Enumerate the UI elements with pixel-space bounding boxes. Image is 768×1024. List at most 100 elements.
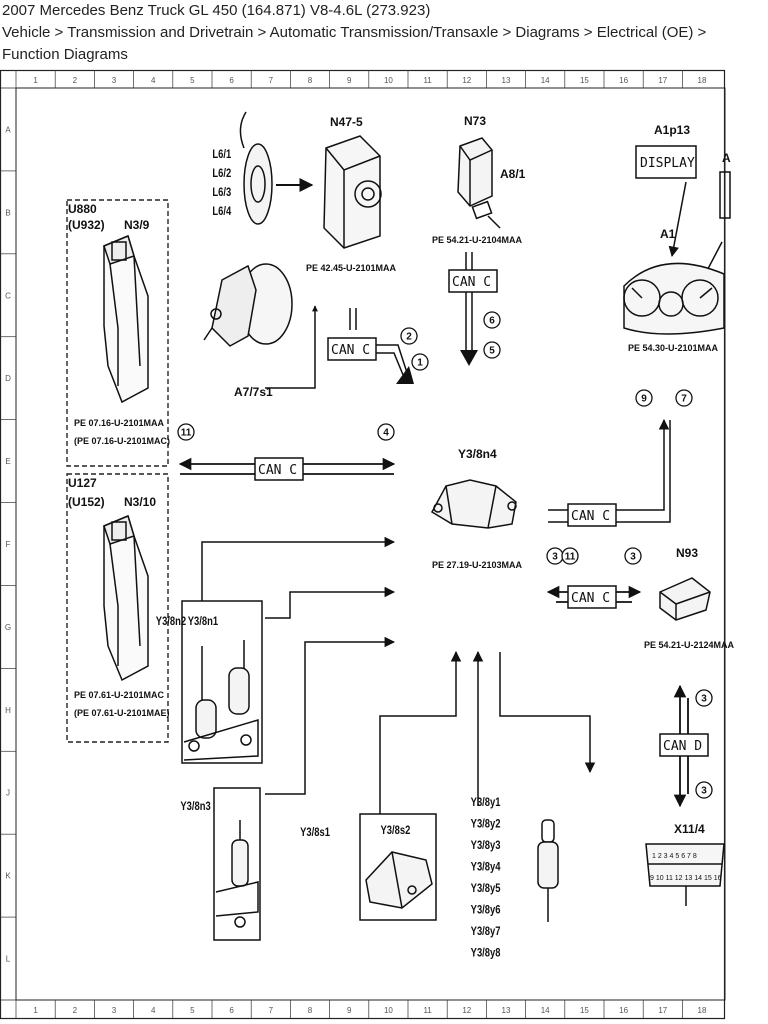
label-u932: (U932): [68, 218, 105, 232]
ruler-col-bottom-3: 3: [112, 1006, 117, 1015]
can-c-a1-box: [567, 503, 617, 527]
ref-n3-9-1[interactable]: PE 07.16-U-2101MAA: [74, 418, 165, 428]
page-header: 2007 Mercedes Benz Truck GL 450 (164.871…: [0, 0, 768, 66]
can-c-main-bus: CAN C: [178, 457, 396, 481]
ruler-col-bottom-1: 1: [33, 1006, 38, 1015]
ruler-col-14: 14: [541, 76, 550, 85]
ref-n93[interactable]: PE 54.21-U-2124MAA: [644, 640, 735, 650]
label-solenoid-6: Y3/8y6: [471, 904, 501, 917]
ruler-row-A: A: [5, 125, 11, 134]
marker-3: 3: [695, 689, 713, 707]
page-title: 2007 Mercedes Benz Truck GL 450 (164.871…: [2, 2, 431, 19]
ruler-row-D: D: [5, 374, 11, 383]
label-solenoid-3: Y3/8y3: [471, 839, 501, 852]
label-solenoid-7: Y3/8y7: [471, 925, 501, 938]
ruler-col-6: 6: [229, 76, 234, 85]
label-u127: U127: [68, 476, 97, 490]
label-x11-4: X11/4: [674, 822, 705, 836]
label-u152: (U152): [68, 495, 105, 509]
label-l6-4: L6/4: [212, 205, 231, 218]
svg-text:3: 3: [701, 786, 707, 797]
svg-text:CAN C: CAN C: [331, 343, 370, 358]
marker-3: 3: [546, 547, 564, 565]
brake-disc-image: [239, 111, 273, 225]
ruler-row-K: K: [5, 872, 11, 881]
label-y3-8n1: Y3/8n1: [188, 615, 219, 628]
n93-image: [659, 577, 711, 621]
svg-text:11: 11: [565, 552, 576, 563]
solenoid-image: [537, 819, 559, 922]
ruler-col-2: 2: [73, 76, 78, 85]
marker-6: 6: [483, 311, 501, 329]
marker-2: 2: [400, 327, 418, 345]
ruler-col-bottom-16: 16: [619, 1006, 628, 1015]
ruler-col-15: 15: [580, 76, 589, 85]
partial-box: [719, 171, 731, 219]
label-l6-1: L6/1: [212, 148, 231, 161]
label-n47-5: N47-5: [330, 115, 363, 129]
label-n93: N93: [676, 546, 698, 560]
ecu-n3-9-image: [103, 234, 149, 404]
svg-text:9: 9: [641, 394, 647, 405]
function-diagram: 1122334455667788991010111112121313141415…: [0, 69, 735, 1020]
marker-7: 7: [675, 389, 693, 407]
ref-n3-10-2[interactable]: (PE 07.61-U-2101MAE): [74, 708, 170, 718]
ruler-col-12: 12: [462, 76, 471, 85]
svg-text:3: 3: [630, 552, 636, 563]
ref-n73[interactable]: PE 54.21-U-2104MAA: [432, 235, 523, 245]
ruler-col-bottom-2: 2: [73, 1006, 78, 1015]
ref-a1[interactable]: PE 54.30-U-2101MAA: [628, 343, 719, 353]
marker-1: 1: [411, 353, 429, 371]
ref-n3-9-2[interactable]: (PE 07.16-U-2101MAC): [74, 436, 170, 446]
x11-pins-top: 1 2 3 4 5 6 7 8: [652, 853, 697, 860]
label-a7-7s1: A7/7s1: [234, 385, 273, 399]
label-solenoid-2: Y3/8y2: [471, 818, 501, 831]
sensor-wires: [201, 536, 396, 795]
label-a1p13: A1p13: [654, 123, 690, 137]
svg-text:1: 1: [417, 358, 423, 369]
ruler-row-E: E: [5, 457, 10, 466]
label-l6-3: L6/3: [212, 186, 231, 199]
ruler-row-G: G: [5, 623, 11, 632]
ruler-col-17: 17: [658, 76, 667, 85]
label-y3-8n3: Y3/8n3: [180, 800, 211, 813]
label-solenoid-5: Y3/8y5: [471, 882, 501, 895]
label-n3-10: N3/10: [124, 495, 156, 509]
ruler-ticks: [0, 70, 683, 1018]
label-solenoid-8: Y3/8y8: [471, 947, 501, 960]
ruler-row-C: C: [5, 291, 11, 300]
arrow-a1-to-display: [668, 181, 687, 258]
label-solenoid-4: Y3/8y4: [471, 861, 501, 874]
ref-n47-5[interactable]: PE 42.45-U-2101MAA: [306, 263, 397, 273]
breadcrumb-path[interactable]: Vehicle > Transmission and Drivetrain > …: [2, 24, 707, 41]
ruler-row-B: B: [5, 208, 10, 217]
ruler-col-10: 10: [384, 76, 393, 85]
ruler-col-1: 1: [33, 76, 38, 85]
n3-9-group-box: [66, 199, 169, 467]
label-n73: N73: [464, 114, 486, 128]
ruler-col-bottom-7: 7: [269, 1006, 274, 1015]
label-a8-1: A8/1: [500, 167, 526, 181]
can-c-a7: CAN C: [327, 308, 414, 384]
svg-text:CAN C: CAN C: [452, 275, 491, 290]
label-y3-8n2: Y3/8n2: [156, 615, 187, 628]
selector-s1-image: [365, 851, 433, 909]
breadcrumb[interactable]: Vehicle > Transmission and Drivetrain > …: [0, 22, 768, 44]
marker-3: 3: [695, 781, 713, 799]
svg-text:4: 4: [383, 428, 389, 439]
label-y3-8s1: Y3/8s1: [300, 826, 330, 839]
ruler-col-bottom-11: 11: [423, 1006, 432, 1015]
ruler-row-J: J: [6, 789, 10, 798]
x11-4-connector-image: [645, 843, 725, 906]
ruler-col-bottom-13: 13: [502, 1006, 511, 1015]
marker-4: 4: [377, 423, 395, 441]
svg-text:7: 7: [681, 394, 687, 405]
ref-n3-10-1[interactable]: PE 07.61-U-2101MAC: [74, 690, 165, 700]
label-y3-8s2: Y3/8s2: [380, 824, 410, 837]
sensor-n3-image: [215, 820, 259, 928]
ruler-row-F: F: [6, 540, 11, 549]
ruler-col-bottom-8: 8: [308, 1006, 313, 1015]
svg-text:3: 3: [701, 694, 707, 705]
ref-y3-8n4[interactable]: PE 27.19-U-2103MAA: [432, 560, 523, 570]
